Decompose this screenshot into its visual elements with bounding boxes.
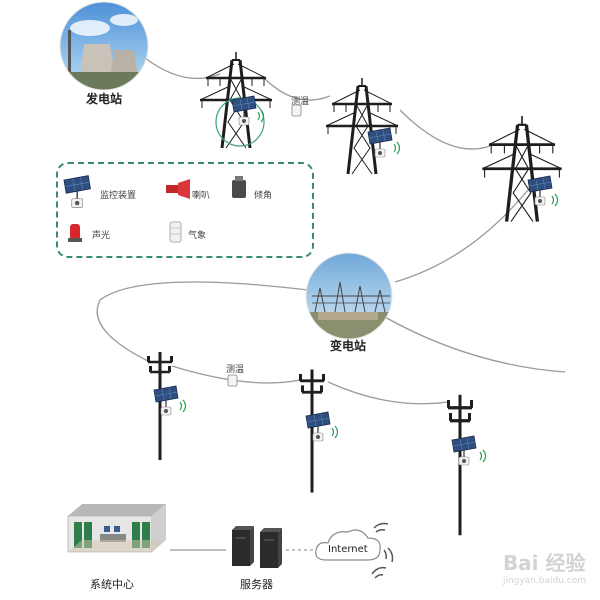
power-lines <box>96 57 566 405</box>
wireless-signal-icon <box>371 522 394 579</box>
horn-icon <box>166 179 190 199</box>
transmission-tower-2 <box>324 76 400 176</box>
legend-monitor-label: 监控装置 <box>100 191 137 201</box>
watermark: Bai 经验 jingyan.baidu.com <box>503 547 586 586</box>
legend-tilt-label: 倾角 <box>254 191 273 201</box>
distribution-pole-1 <box>145 350 175 462</box>
internet-label: Internet <box>328 544 368 555</box>
legend-horn-label: 喇叭 <box>192 191 211 201</box>
system-center-label: 系统中心 <box>90 578 134 591</box>
temp-label-top: 测温 <box>291 97 310 107</box>
substation-label: 变电站 <box>330 339 367 353</box>
legend-sound-light-label: 声光 <box>92 231 111 241</box>
control-room-image <box>67 504 166 553</box>
monitor-device-pole-2 <box>305 411 331 442</box>
sound-light-alarm-icon <box>68 224 82 242</box>
wifi-icon <box>331 425 339 439</box>
watermark-url: jingyan.baidu.com <box>502 576 586 586</box>
watermark-brand: Bai 经验 <box>502 551 586 575</box>
monitor-device-tower-1 <box>231 95 257 126</box>
monitor-device-tower-3 <box>527 175 553 206</box>
distribution-pole-2 <box>297 367 327 495</box>
server-label: 服务器 <box>240 578 273 591</box>
monitor-device-pole-3 <box>451 435 477 466</box>
server-icon <box>232 526 282 568</box>
wifi-icon <box>179 399 187 413</box>
temp-sensor-icon <box>227 374 238 387</box>
wifi-icon <box>551 193 559 207</box>
wifi-icon <box>393 141 401 155</box>
substation-image <box>305 252 393 340</box>
power-plant-image <box>59 1 149 91</box>
tilt-sensor-icon <box>232 176 246 198</box>
power-plant-label: 发电站 <box>86 92 123 106</box>
temp-label-bottom: 测温 <box>226 365 245 375</box>
transmission-tower-3 <box>480 114 564 224</box>
monitor-device-pole-1 <box>153 385 179 416</box>
internet-cloud-icon <box>315 529 381 561</box>
legend-box <box>56 162 314 258</box>
weather-station-icon <box>169 221 182 243</box>
monitor-device-tower-2 <box>367 127 393 158</box>
temp-sensor-icon <box>291 104 302 117</box>
legend-weather-label: 气象 <box>188 231 207 241</box>
monitor-highlight-ring <box>215 97 265 147</box>
wifi-icon <box>479 449 487 463</box>
